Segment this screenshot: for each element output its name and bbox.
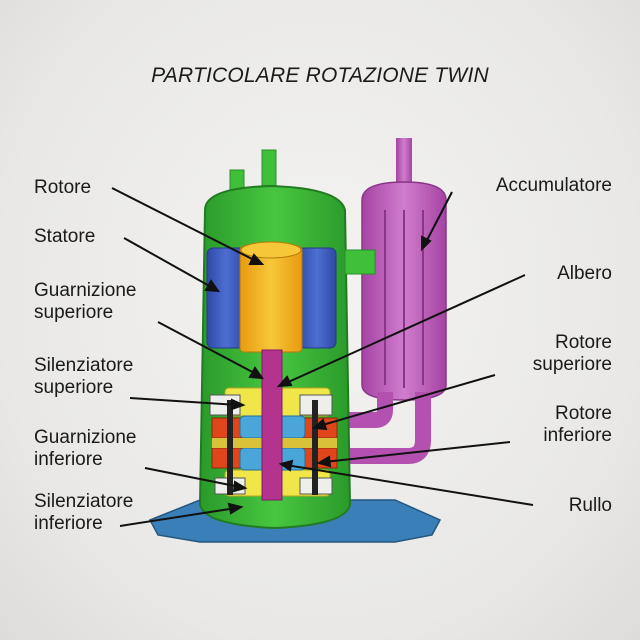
- label-rotore-superiore-line2: superiore: [532, 354, 612, 375]
- accumulator: [342, 138, 447, 464]
- label-silenziatore-inferiore-line1: Silenziatore: [34, 491, 134, 512]
- label-statore-line1: Statore: [34, 226, 96, 247]
- label-silenziatore-inferiore-line2: inferiore: [34, 513, 103, 534]
- label-silenziatore-superiore-line1: Silenziatore: [34, 355, 134, 376]
- label-statore: Statore: [34, 226, 95, 248]
- label-rullo: Rullo: [569, 495, 612, 517]
- label-rotore: Rotore: [34, 177, 91, 199]
- label-guarnizione-superiore-line2: superiore: [34, 302, 114, 323]
- label-guarnizione-superiore-line1: Guarnizione: [34, 280, 137, 301]
- label-rotore-superiore-line1: Rotore: [554, 332, 612, 353]
- label-silenziatore-superiore-line2: superiore: [34, 377, 114, 398]
- label-guarnizione-superiore: Guarnizione superiore: [34, 280, 136, 324]
- label-albero-line1: Albero: [557, 263, 612, 284]
- diagram-title: PARTICOLARE ROTAZIONE TWIN: [151, 64, 489, 87]
- bolts: [227, 400, 318, 495]
- label-accumulatore-line1: Accumulatore: [495, 175, 612, 196]
- label-albero: Albero: [557, 263, 612, 285]
- label-rotore-inferiore-line2: inferiore: [543, 425, 612, 446]
- label-rotore-line1: Rotore: [34, 177, 92, 198]
- label-silenziatore-inferiore: Silenziatore inferiore: [34, 491, 133, 535]
- label-guarnizione-inferiore-line2: inferiore: [34, 449, 103, 470]
- leader-lines: [111, 187, 534, 527]
- label-accumulatore: Accumulatore: [496, 175, 612, 197]
- label-rotore-inferiore: Rotore inferiore: [543, 403, 612, 447]
- rotor: [239, 241, 303, 353]
- shaft: [261, 349, 283, 501]
- label-rullo-line1: Rullo: [568, 495, 612, 516]
- label-silenziatore-superiore: Silenziatore superiore: [34, 355, 133, 399]
- label-rotore-superiore: Rotore superiore: [533, 332, 612, 376]
- label-guarnizione-inferiore: Guarnizione inferiore: [34, 427, 136, 471]
- label-guarnizione-inferiore-line1: Guarnizione: [34, 427, 137, 448]
- label-rotore-inferiore-line1: Rotore: [554, 403, 612, 424]
